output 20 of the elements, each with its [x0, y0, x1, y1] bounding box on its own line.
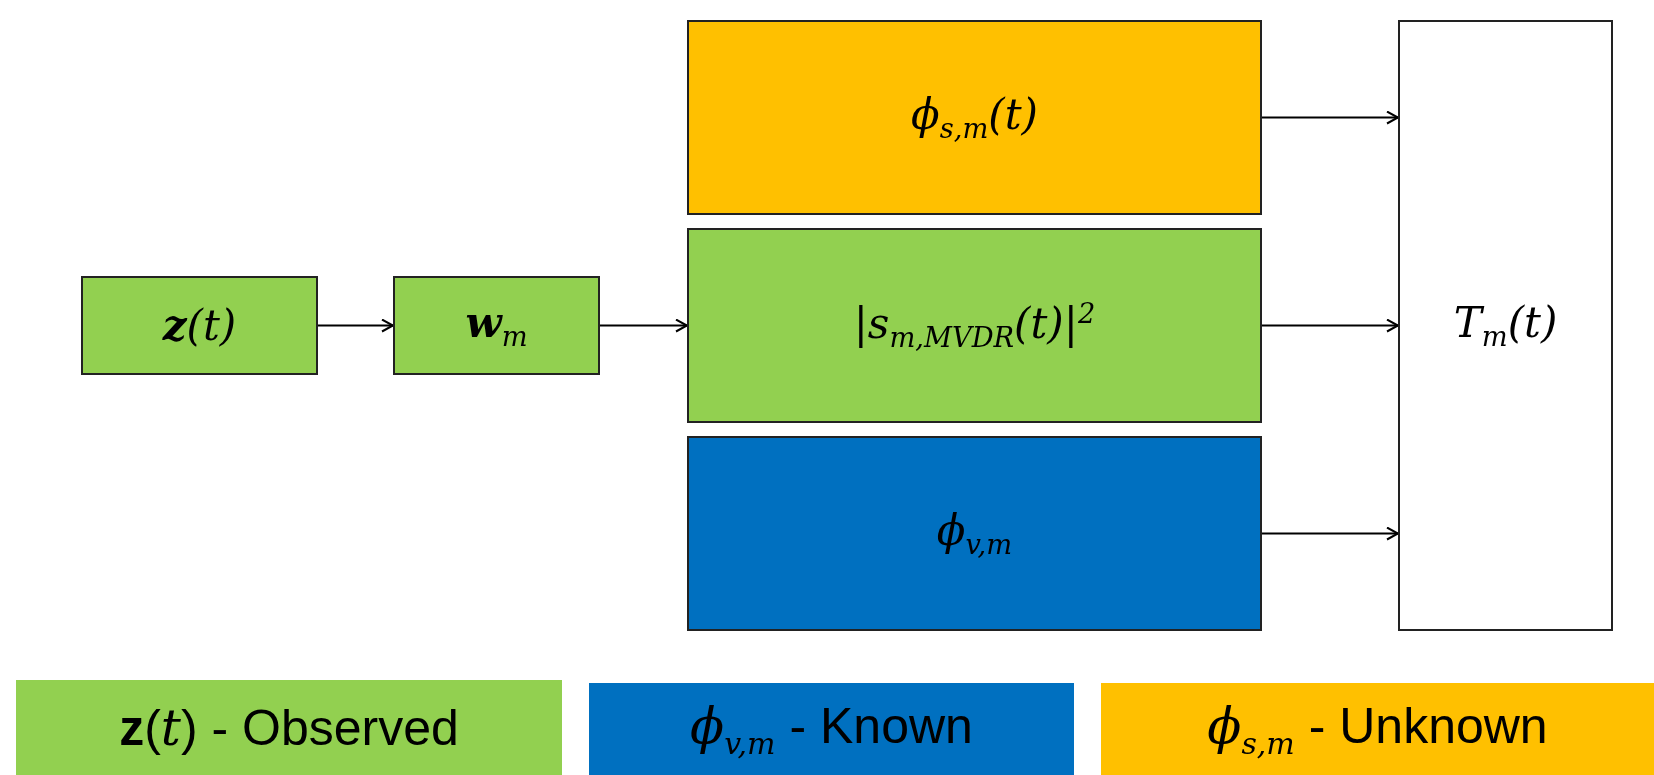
process-box [687, 436, 1262, 631]
math-label: w$_{m}$ [465, 298, 528, 353]
input-box [81, 276, 318, 375]
legend-label: ϕ$_{s,m}$ - Unknown [1207, 697, 1548, 761]
arrow [599, 318, 688, 333]
legend-label: z(t) - Observed [119, 698, 459, 757]
process-box [687, 228, 1262, 423]
process-box [393, 276, 600, 375]
arrow [1261, 526, 1399, 541]
arrow [1261, 318, 1399, 333]
math-label: z(t) [162, 301, 237, 350]
arrow [1261, 110, 1399, 125]
math-label: T$_{m}$(t) [1453, 298, 1558, 353]
math-label: |s$_{m,MVDR}$(t)|$^{2}$ [853, 297, 1096, 354]
legend-label: ϕ$_{v,m}$ - Known [690, 697, 973, 761]
output-box [1398, 20, 1613, 631]
math-label: ϕ$_{s,m}$(t) [911, 90, 1038, 145]
math-label: ϕ$_{v,m}$ [936, 506, 1013, 561]
arrow [317, 318, 394, 333]
process-box [687, 20, 1262, 215]
